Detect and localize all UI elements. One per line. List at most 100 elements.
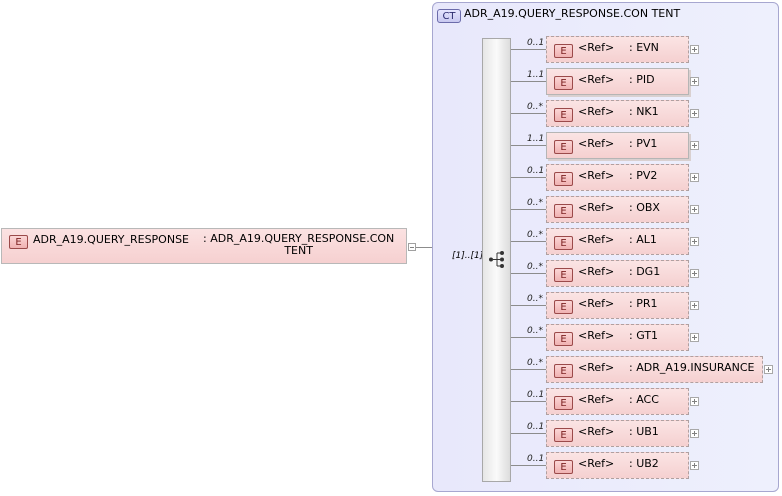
element-badge-icon: E	[554, 364, 573, 378]
element-badge-icon: E	[554, 76, 573, 90]
root-element-name: ADR_A19.QUERY_RESPONSE	[33, 233, 190, 246]
multiplicity-label: 1..1	[527, 134, 545, 144]
element-badge-icon: E	[554, 236, 573, 250]
connector-line	[511, 113, 546, 114]
child-element-name: : DG1	[629, 265, 661, 278]
multiplicity-label: 0..1	[527, 390, 545, 400]
root-element[interactable]: E ADR_A19.QUERY_RESPONSE : ADR_A19.QUERY…	[1, 228, 407, 264]
child-element-name: : PID	[629, 73, 655, 86]
child-element[interactable]: E <Ref> : AL1	[546, 228, 689, 255]
element-badge-icon: E	[554, 140, 573, 154]
connector-line	[511, 305, 546, 306]
expand-plus-icon[interactable]	[690, 429, 699, 438]
connector-line	[511, 209, 546, 210]
child-ref-label: <Ref>	[578, 137, 615, 150]
child-element[interactable]: E <Ref> : PID	[546, 68, 689, 95]
multiplicity-label: 1..1	[527, 70, 545, 80]
element-badge-icon: E	[554, 268, 573, 282]
child-element[interactable]: E <Ref> : EVN	[546, 36, 689, 63]
expand-plus-icon[interactable]	[690, 109, 699, 118]
expand-plus-icon[interactable]	[690, 205, 699, 214]
child-element-name: : EVN	[629, 41, 659, 54]
child-element[interactable]: E <Ref> : PV1	[546, 132, 689, 159]
root-type-line2: TENT	[284, 244, 313, 257]
child-element[interactable]: E<Ref>: NK1	[546, 100, 689, 127]
child-element[interactable]: E<Ref>: PV2	[546, 164, 689, 191]
expand-plus-icon[interactable]	[690, 141, 699, 150]
complex-type-title: ADR_A19.QUERY_RESPONSE.CON TENT	[464, 7, 681, 20]
multiplicity-label: 0..*	[527, 262, 543, 272]
child-element[interactable]: E<Ref>: GT1	[546, 324, 689, 351]
child-element-name: : ADR_A19.INSURANCE	[629, 361, 755, 374]
child-element[interactable]: E <Ref> : DG1	[546, 260, 689, 287]
child-element[interactable]: E <Ref> : ADR_A19.INSURANCE	[546, 356, 763, 383]
child-ref-label: <Ref>	[578, 393, 615, 406]
child-ref-label: <Ref>	[578, 41, 615, 54]
root-element-type: : ADR_A19.QUERY_RESPONSE.CON TENT	[203, 233, 394, 257]
connector-line	[511, 401, 546, 402]
element-badge-icon: E	[554, 172, 573, 186]
child-ref-label: <Ref>	[578, 265, 615, 278]
expand-plus-icon[interactable]	[690, 333, 699, 342]
child-ref-label: <Ref>	[578, 201, 615, 214]
element-badge-icon: E	[554, 396, 573, 410]
child-element-name: : AL1	[629, 233, 657, 246]
child-ref-label: <Ref>	[578, 233, 615, 246]
child-element[interactable]: E<Ref>: UB2	[546, 452, 689, 479]
expand-plus-icon[interactable]	[690, 269, 699, 278]
multiplicity-label: 0..1	[527, 38, 545, 48]
expand-plus-icon[interactable]	[690, 173, 699, 182]
expand-plus-icon[interactable]	[690, 77, 699, 86]
element-badge-icon: E	[554, 332, 573, 346]
child-ref-label: <Ref>	[578, 457, 615, 470]
expand-plus-icon[interactable]	[690, 301, 699, 310]
child-element-name: : OBX	[629, 201, 660, 214]
connector-line	[511, 81, 546, 82]
sequence-multiplicity: [1]..[1]	[452, 251, 484, 261]
connector-line	[511, 177, 546, 178]
child-element[interactable]: E <Ref> : OBX	[546, 196, 689, 223]
child-element[interactable]: E<Ref>: PR1	[546, 292, 689, 319]
complex-type-badge-icon: CT	[437, 9, 461, 23]
expand-plus-icon[interactable]	[690, 237, 699, 246]
element-badge-icon: E	[554, 300, 573, 314]
child-element-name: : PV1	[629, 137, 658, 150]
expand-plus-icon[interactable]	[690, 461, 699, 470]
multiplicity-label: 0..1	[527, 422, 545, 432]
multiplicity-label: 0..*	[527, 230, 543, 240]
connector-line	[511, 273, 546, 274]
connector-line	[511, 369, 546, 370]
multiplicity-label: 0..*	[527, 198, 543, 208]
child-element-name: : UB2	[629, 457, 659, 470]
connector-line	[511, 49, 546, 50]
child-ref-label: <Ref>	[578, 361, 615, 374]
expand-plus-icon[interactable]	[690, 397, 699, 406]
connector-line	[511, 433, 546, 434]
root-type-line1: ADR_A19.QUERY_RESPONSE.CON	[210, 232, 395, 245]
child-element-name: : UB1	[629, 425, 659, 438]
multiplicity-label: 0..*	[527, 294, 543, 304]
connector-line	[511, 241, 546, 242]
expand-plus-icon[interactable]	[764, 365, 773, 374]
child-ref-label: <Ref>	[578, 297, 615, 310]
child-ref-label: <Ref>	[578, 425, 615, 438]
element-badge-icon: E	[9, 235, 28, 249]
connector-line	[416, 247, 432, 248]
multiplicity-label: 0..*	[527, 358, 543, 368]
element-badge-icon: E	[554, 204, 573, 218]
connector-line	[511, 465, 546, 466]
child-ref-label: <Ref>	[578, 73, 615, 86]
child-element-name: : ACC	[629, 393, 659, 406]
child-element-name: : GT1	[629, 329, 659, 342]
collapse-toggle-icon[interactable]	[408, 243, 416, 251]
child-ref-label: <Ref>	[578, 105, 615, 118]
element-badge-icon: E	[554, 44, 573, 58]
child-element[interactable]: E <Ref> : UB1	[546, 420, 689, 447]
expand-plus-icon[interactable]	[690, 45, 699, 54]
element-badge-icon: E	[554, 428, 573, 442]
child-element[interactable]: E <Ref> : ACC	[546, 388, 689, 415]
sequence-icon	[489, 251, 504, 268]
multiplicity-label: 0..1	[527, 454, 545, 464]
root-type-separator: :	[203, 232, 207, 245]
connector-line	[511, 337, 546, 338]
